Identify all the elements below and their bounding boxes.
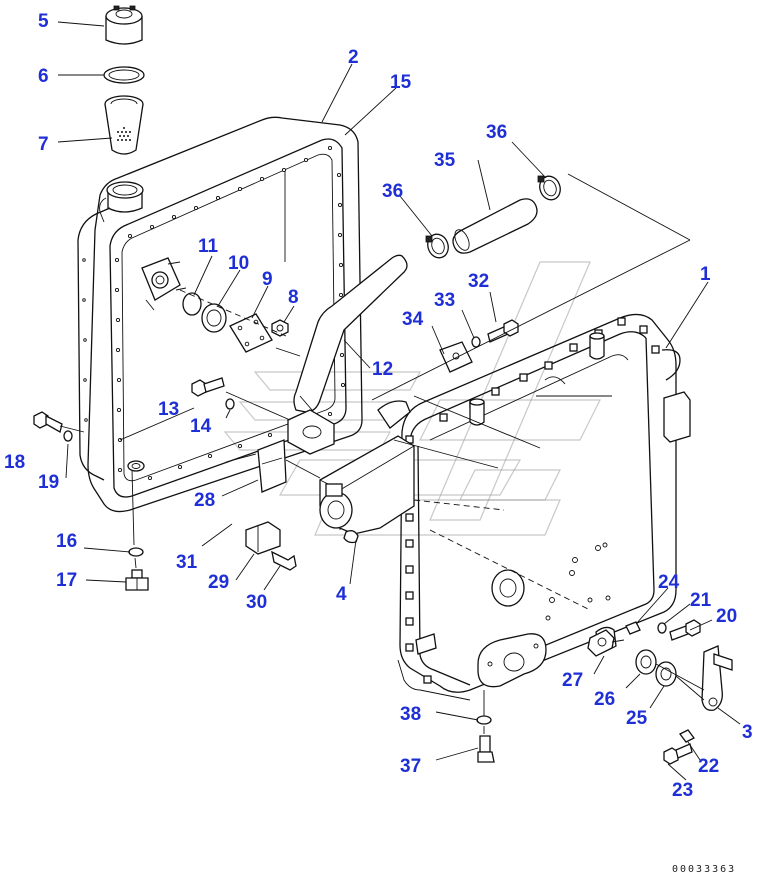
bolt-13 [191, 377, 225, 397]
callout-18: 18 [4, 452, 25, 473]
strainer-housing [319, 400, 415, 544]
bolt-20 [669, 619, 701, 641]
callout-31: 31 [176, 552, 198, 573]
callout-22: 22 [698, 756, 719, 777]
callout-29: 29 [208, 572, 229, 593]
washer-19 [63, 430, 73, 442]
leader-lines [57, 21, 741, 781]
seal-ring [201, 303, 227, 333]
callout-6: 6 [38, 66, 49, 87]
callout-28: 28 [194, 490, 215, 511]
watermark-logo [223, 261, 601, 536]
callout-38: 38 [400, 704, 421, 725]
hose-clamp-right [537, 175, 561, 201]
callout-4: 4 [336, 584, 347, 605]
callout-34: 34 [402, 309, 424, 330]
bracket-plate-34 [439, 341, 473, 373]
callout-15: 15 [390, 72, 412, 93]
callout-9: 9 [262, 269, 273, 290]
callout-17: 17 [56, 570, 77, 591]
cap-gasket [103, 66, 145, 84]
lever-3 [701, 645, 733, 711]
washer-21 [657, 622, 667, 634]
hose [452, 198, 538, 254]
callout-32: 32 [468, 271, 489, 292]
callout-24: 24 [658, 572, 680, 593]
callout-5: 5 [38, 11, 49, 32]
callout-23: 23 [672, 780, 693, 801]
fitting-27 [587, 629, 615, 657]
callout-11: 11 [198, 236, 219, 257]
bolt-32 [487, 319, 519, 343]
callout-labels: 1 2 3 4 5 6 7 8 9 10 11 12 13 14 15 16 1… [4, 11, 753, 801]
callout-2: 2 [348, 47, 359, 68]
pipe-flange [287, 409, 335, 455]
callout-37: 37 [400, 756, 421, 777]
callout-20: 20 [716, 606, 737, 627]
bolt-37 [477, 735, 495, 763]
pin-24 [625, 621, 641, 635]
drain-plug [125, 569, 149, 591]
o-ring [182, 292, 202, 316]
callout-13: 13 [158, 399, 179, 420]
callout-1: 1 [700, 264, 711, 285]
filler-strainer [104, 95, 144, 155]
collar-26 [635, 649, 657, 675]
callout-3: 3 [742, 722, 753, 743]
hex-nut [271, 319, 289, 337]
hydraulic-tank-front [77, 116, 363, 513]
bolt-18 [33, 411, 63, 433]
pin-22 [679, 729, 695, 743]
callout-35: 35 [434, 150, 456, 171]
callout-7: 7 [38, 134, 49, 155]
callout-12: 12 [372, 359, 393, 380]
drain-gasket [128, 547, 144, 557]
callout-30: 30 [246, 592, 267, 613]
callout-33: 33 [434, 290, 455, 311]
figure-number: 00033363 [672, 864, 736, 875]
bolt-23 [663, 743, 693, 765]
callout-14: 14 [190, 416, 212, 437]
filler-cap [105, 5, 143, 45]
washer-25 [655, 661, 677, 687]
cover-plate [229, 313, 273, 353]
mounting-bracket [245, 439, 287, 555]
callout-21: 21 [690, 590, 712, 611]
washer-14 [225, 398, 235, 410]
hose-clamp-left [425, 233, 449, 259]
callout-19: 19 [38, 472, 59, 493]
bolt-30 [271, 550, 297, 571]
callout-27: 27 [562, 670, 583, 691]
washer-38 [476, 715, 492, 725]
callout-36-left: 36 [382, 181, 403, 202]
callout-26: 26 [594, 689, 615, 710]
callout-10: 10 [228, 253, 249, 274]
suction-pipe [293, 254, 408, 413]
callout-36-right: 36 [486, 122, 507, 143]
callout-25: 25 [626, 708, 648, 729]
callout-8: 8 [288, 287, 299, 308]
hydraulic-tank-body [397, 313, 691, 701]
washer-33 [471, 336, 481, 348]
callout-16: 16 [56, 531, 77, 552]
